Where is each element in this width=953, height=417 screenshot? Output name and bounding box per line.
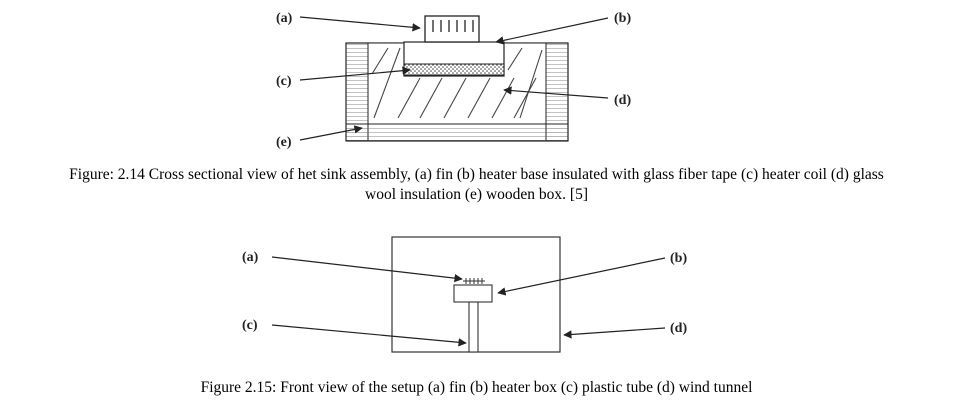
heater-coil [403,63,505,76]
label-c: (c) [242,318,258,333]
label-a: (a) [242,250,259,265]
label-d: (d) [614,93,631,108]
caption-line-1: Figure: 2.14 Cross sectional view of het… [69,166,884,183]
setup-front-view-diagram: (a) (b) (c) (d) [242,236,687,353]
leader-b [495,17,609,45]
leader-d [563,327,666,339]
leader-d [503,86,609,99]
glass-wool-insulation [371,47,543,119]
fin [463,278,485,284]
label-b: (b) [614,11,631,26]
caption-line-2: wool insulation (e) wooden box. [5] [365,186,588,203]
leader-b [497,257,666,296]
leader-e [299,125,363,141]
label-e: (e) [276,135,292,150]
label-c: (c) [276,74,292,89]
plastic-tube [468,301,479,353]
leader-a [299,16,421,32]
leader-a [271,256,463,283]
fin [424,15,480,43]
label-b: (b) [670,251,687,266]
heat-sink-cross-section-diagram: (a) (b) (c) (d) (e) [276,11,631,150]
leader-c [299,66,411,81]
heater-box [453,284,493,303]
figure-2-14-caption: Figure: 2.14 Cross sectional view of het… [0,165,953,205]
figure-2-15-caption: Figure 2.15: Front view of the setup (a)… [0,378,953,398]
caption-text: Figure 2.15: Front view of the setup (a)… [200,379,753,396]
label-d: (d) [670,321,687,336]
label-a: (a) [276,11,293,26]
leader-c [271,324,467,347]
